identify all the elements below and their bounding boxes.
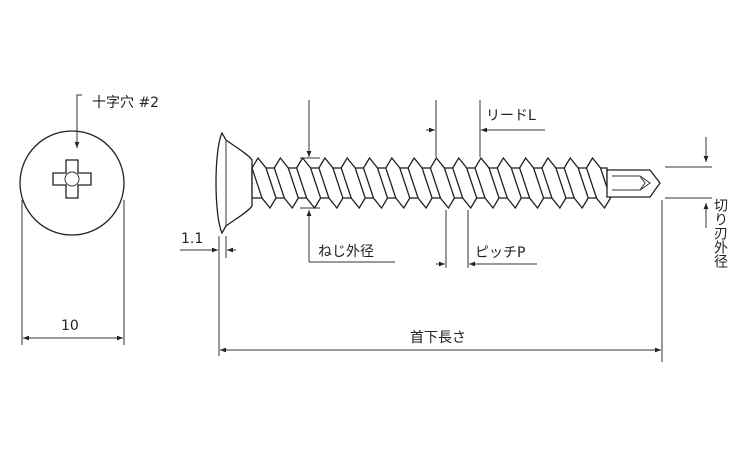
head-diameter-label: 10 bbox=[61, 318, 79, 334]
thread-diameter-label: ねじ外径 bbox=[318, 244, 374, 260]
lead-label: リードL bbox=[486, 108, 536, 124]
screw-side-view bbox=[215, 131, 661, 235]
thread-crest bbox=[496, 156, 523, 210]
thread-crest bbox=[251, 156, 277, 210]
thread-crest bbox=[273, 156, 300, 210]
thread-crest bbox=[318, 156, 344, 210]
phillips-recess-icon bbox=[52, 159, 92, 199]
thread-crest bbox=[429, 156, 456, 210]
pitch-label: ピッチP bbox=[475, 245, 525, 261]
recess-label: 十字穴 #2 bbox=[92, 95, 159, 111]
thread-crest bbox=[585, 156, 612, 210]
thread-crest bbox=[451, 156, 478, 210]
thread-crest bbox=[385, 156, 411, 210]
drill-diameter-label: 切り刃外径 bbox=[712, 198, 728, 268]
thread-crest bbox=[518, 156, 545, 210]
thread-crest bbox=[474, 156, 500, 210]
thread-crest bbox=[340, 156, 366, 210]
length-label: 首下長さ bbox=[410, 330, 466, 346]
recess-leader bbox=[74, 94, 82, 148]
thread-crest bbox=[541, 156, 567, 210]
head-top-view bbox=[19, 130, 125, 236]
thread-crest bbox=[407, 156, 433, 210]
thread-crest bbox=[362, 156, 389, 210]
head-thickness-label: 1.1 bbox=[181, 231, 203, 247]
thread-crest bbox=[563, 156, 589, 210]
